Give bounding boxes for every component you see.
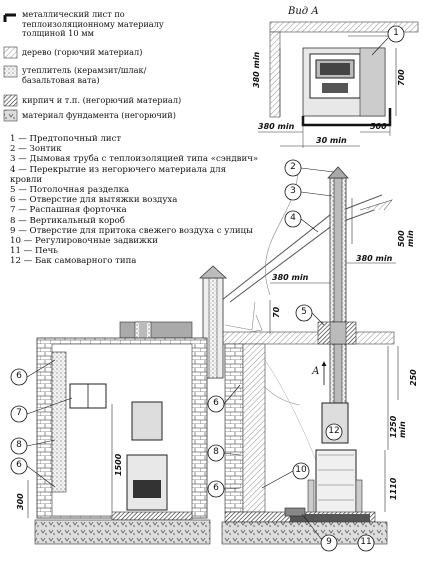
dim-1110: 1110 bbox=[389, 477, 398, 500]
section-drawing bbox=[198, 164, 399, 545]
dim-500: 500 bbox=[370, 122, 387, 131]
view-a-title: Вид А bbox=[288, 6, 319, 17]
callout-9: 9 bbox=[326, 537, 332, 547]
part-item: 4 — Перекрытие из негорючего материала д… bbox=[10, 164, 226, 185]
callout-6-front-top: 6 bbox=[16, 371, 22, 381]
dim-300: 300 bbox=[16, 493, 25, 510]
part-item: 10 — Регулировочные задвижки bbox=[10, 236, 159, 247]
dim-500-min: 500 min bbox=[397, 230, 415, 247]
callout-12: 12 bbox=[328, 426, 340, 436]
part-item: 5 — Потолочная разделка bbox=[10, 185, 130, 196]
callout-circles bbox=[10, 159, 375, 552]
callout-4: 4 bbox=[290, 213, 296, 223]
callout-3: 3 bbox=[290, 186, 296, 196]
part-item: 8 — Вертикальный короб bbox=[10, 215, 125, 226]
callout-6-section-top: 6 bbox=[213, 398, 219, 408]
dim-1250: 1250 min bbox=[389, 415, 407, 438]
legend-brick-text: кирпич и т.п. (негорючий материал) bbox=[22, 95, 182, 105]
callout-10: 10 bbox=[295, 465, 307, 475]
part-item: 2 — Зонтик bbox=[10, 144, 62, 155]
legend-insulation-text: утеплитель (керамзит/шлак/ базальтовая в… bbox=[22, 65, 147, 85]
foundation-swatch-icon bbox=[3, 109, 18, 122]
wood-swatch-icon bbox=[3, 46, 18, 59]
dim-380-right: 380 min bbox=[356, 254, 393, 263]
legend-wood-text: дерево (горючий материал) bbox=[22, 47, 143, 57]
dim-1500: 1500 bbox=[114, 453, 123, 476]
callout-7: 7 bbox=[16, 408, 22, 418]
part-item: 12 — Бак самоварного типа bbox=[10, 256, 137, 267]
callout-6-front-bottom: 6 bbox=[16, 460, 22, 470]
part-item: 6 — Отверстие для вытяжки воздуха bbox=[10, 195, 178, 206]
part-item: 9 — Отверстие для притока свежего воздух… bbox=[10, 225, 253, 236]
callout-11: 11 bbox=[360, 537, 372, 547]
front-drawing bbox=[27, 321, 211, 545]
arrow-a-label: А bbox=[312, 366, 320, 377]
part-item: 7 — Распашная форточка bbox=[10, 205, 127, 216]
metal-sheet-icon bbox=[3, 13, 16, 22]
callout-2: 2 bbox=[290, 162, 296, 172]
part-item: 1 — Предтопочный лист bbox=[10, 134, 122, 144]
view-a-callout: 1 bbox=[393, 28, 399, 38]
dim-30: 30 min bbox=[316, 136, 347, 145]
callout-8-section: 8 bbox=[213, 447, 219, 457]
dim-380-left: 380 min bbox=[272, 273, 309, 282]
parts-list: 1 — Предтопочный лист 2 — Зонтик 3 — Дым… bbox=[10, 134, 260, 267]
dim-380-horiz: 380 min bbox=[258, 122, 295, 131]
view-a-drawing bbox=[258, 21, 419, 148]
part-item: 11 — Печь bbox=[10, 246, 58, 257]
callout-8-front: 8 bbox=[16, 440, 22, 450]
part-item: 3 — Дымовая труба с теплоизоляцией типа … bbox=[10, 154, 259, 165]
callout-leaders bbox=[26, 167, 335, 541]
brick-swatch-icon bbox=[3, 94, 18, 107]
insulation-swatch-icon bbox=[3, 65, 18, 78]
callout-5: 5 bbox=[301, 307, 307, 317]
legend-foundation-text: материал фундамента (негорючий) bbox=[22, 110, 176, 120]
dim-700: 700 bbox=[397, 69, 406, 86]
dim-250: 250 bbox=[409, 369, 418, 386]
callout-6-section-bottom: 6 bbox=[213, 483, 219, 493]
dim-380-vert: 380 min bbox=[252, 51, 261, 88]
dim-70: 70 bbox=[272, 306, 281, 318]
legend-metal-text: металлический лист по теплоизоляционному… bbox=[22, 9, 164, 39]
